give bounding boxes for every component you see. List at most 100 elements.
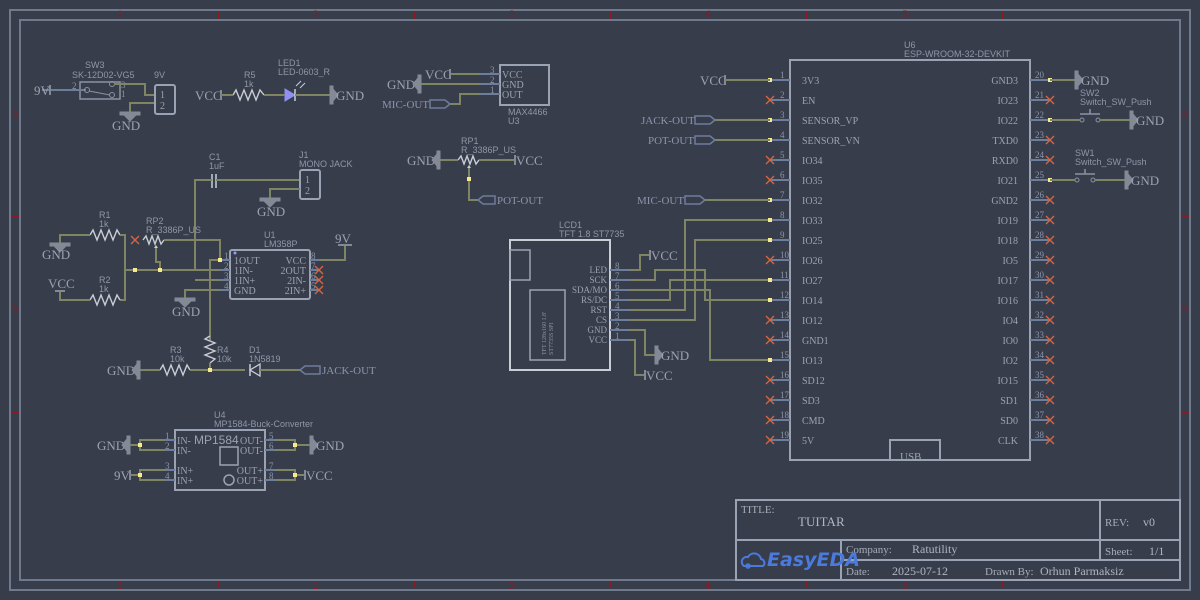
company-label: Company: — [846, 544, 892, 556]
esp-pin-num: 10 — [780, 250, 790, 260]
r1-resistor[interactable]: R1 1k — [59, 210, 126, 301]
netflag-mic-out-u3[interactable]: MIC-OUT — [382, 99, 452, 111]
r1-value: 1k — [99, 219, 109, 229]
rp1-ref: RP1 — [461, 136, 479, 146]
netflag-pot-out-esp[interactable]: POT-OUT — [648, 135, 770, 147]
sw1-push-button[interactable]: SW1 Switch_SW_Push — [1050, 148, 1147, 183]
esp-pin-num: 33 — [1035, 330, 1045, 340]
u3-max4466[interactable]: MAX4466 U3 3 2 1 VCC GND OUT — [420, 64, 550, 126]
r5-ref: R5 — [244, 70, 256, 80]
esp-pin-num: 7 — [780, 190, 785, 200]
gnd-label: GND — [336, 88, 364, 103]
lcd1-pin-name: RST — [590, 305, 607, 315]
vcc-label: VCC — [651, 248, 678, 263]
ruler-col-4: 4 — [705, 10, 711, 21]
r3-ref: R3 — [170, 345, 182, 355]
netflag-mic-out-esp[interactable]: MIC-OUT — [637, 195, 770, 207]
j1-pin2: 2 — [305, 186, 310, 197]
sw2-push-button[interactable]: SW2 Switch_SW_Push — [1050, 88, 1152, 123]
netflag-jack-out-esp[interactable]: JACK-OUT — [641, 115, 770, 127]
u3-pin1-num: 1 — [490, 85, 495, 95]
date-value: 2025-07-12 — [892, 564, 948, 578]
esp-pin-num: 4 — [780, 130, 785, 140]
u4-pin-name: OUT+ — [237, 466, 264, 477]
no-connect-icon — [1045, 155, 1055, 165]
u3-value: MAX4466 — [508, 107, 548, 117]
esp-pin-name: IO34 — [802, 156, 823, 167]
no-connect-icon — [765, 175, 775, 185]
netflag-jack-out-d1[interactable]: JACK-OUT — [298, 365, 376, 377]
esp-pin-name: IO18 — [997, 236, 1018, 247]
gnd-label: GND — [257, 204, 285, 219]
u1-pin-name: GND — [234, 286, 256, 297]
u4-pin-num: 8 — [269, 471, 274, 481]
u6-usb-label: USB — [900, 451, 921, 463]
netflag-pot-out-rp1[interactable]: POT-OUT — [476, 195, 543, 207]
esp-pin-name: SD12 — [802, 376, 825, 387]
esp-pin-name: 5V — [802, 436, 815, 447]
esp-pin-num: 35 — [1035, 370, 1045, 380]
r3-resistor[interactable]: R3 10k — [140, 345, 245, 377]
esp-pin-num: 9 — [780, 230, 785, 240]
conn-9v[interactable]: 9V 1 2 — [154, 70, 176, 115]
ruler-col-5-bottom: 5 — [902, 581, 908, 592]
no-connect-icon — [1045, 255, 1055, 265]
esp-pin-num: 36 — [1035, 390, 1045, 400]
j1-mono-jack[interactable]: J1 MONO JACK 1 2 — [269, 150, 353, 200]
u1-pin-name: 2IN- — [287, 276, 306, 287]
u6-ref: U6 — [904, 40, 916, 50]
led1[interactable]: LED1 LED-0603_R — [264, 58, 331, 102]
u1-pin-num: 4 — [224, 281, 229, 291]
u4-pin-num: 7 — [269, 461, 274, 471]
gnd-label: GND — [42, 247, 70, 262]
lcd1-pin-name: VCC — [588, 335, 607, 345]
no-connect-icon — [1045, 195, 1055, 205]
esp-pin-num: 2 — [780, 90, 785, 100]
u3-pin-out: OUT — [502, 90, 523, 101]
lcd1-pin-num: 8 — [615, 261, 620, 271]
sheet-value: 1/1 — [1149, 544, 1164, 558]
vcc-port-esp: VCC — [700, 73, 770, 88]
u1-pin-num: 2 — [224, 261, 229, 271]
esp-pin-num: 17 — [780, 390, 790, 400]
u3-pin2-num: 2 — [490, 75, 495, 85]
esp-pin-name: IO25 — [802, 236, 823, 247]
rp1-potentiometer[interactable]: RP1 R_3386P_US — [440, 136, 516, 201]
esp-pin-name: IO23 — [997, 96, 1018, 107]
rp2-potentiometer[interactable]: RP2 R_3386P_US — [125, 216, 221, 272]
u3-pin-vcc: VCC — [502, 70, 523, 81]
u1-pin-num: 3 — [224, 271, 229, 281]
r4-resistor[interactable]: R4 10k — [203, 335, 232, 370]
lcd1-pin-num: 2 — [615, 321, 620, 331]
d1-diode[interactable]: D1 1N5819 — [248, 345, 300, 378]
gnd-label: GND — [1136, 113, 1164, 128]
lcd1-tft-display[interactable]: LCD1 TFT 1.8 ST7735 TFT 128x160 1.8' ST7… — [509, 219, 775, 376]
u3-ref: U3 — [508, 116, 520, 126]
gnd-symbol-u3: GND — [387, 74, 422, 94]
no-connect-icon — [765, 155, 775, 165]
u4-pin-name: OUT- — [240, 446, 263, 457]
esp-pin-name: IO22 — [997, 116, 1018, 127]
no-connect-icon — [1045, 215, 1055, 225]
sw3-power-switch[interactable]: SW3 SK-12D02-VG5 2 3 1 9V — [34, 60, 155, 112]
r2-resistor[interactable]: R2 1k — [59, 275, 121, 307]
esp-pin-name: EN — [802, 96, 815, 107]
no-connect-icon — [765, 435, 775, 445]
r5-resistor[interactable]: R5 1k — [232, 70, 265, 102]
u6-esp32-devkit[interactable]: U6 ESP-WROOM-32-DEVKIT USB 13V32EN3SENSO… — [765, 40, 1055, 463]
esp-pin-num: 12 — [780, 290, 789, 300]
gnd-label: GND — [112, 118, 140, 133]
u1-pin-num: 6 — [311, 271, 316, 281]
gnd-symbol-r3: GND — [107, 360, 141, 380]
vcc-label: VCC — [425, 67, 452, 82]
u4-pin-name: IN- — [177, 446, 191, 457]
vcc-label: VCC — [48, 276, 75, 291]
lcd1-pin-num: 1 — [615, 331, 620, 341]
sw3-pin2: 2 — [72, 81, 77, 91]
esp-pin-num: 15 — [780, 350, 790, 360]
r3-value: 10k — [170, 354, 185, 364]
ruler-col-3-bottom: 3 — [509, 581, 515, 592]
